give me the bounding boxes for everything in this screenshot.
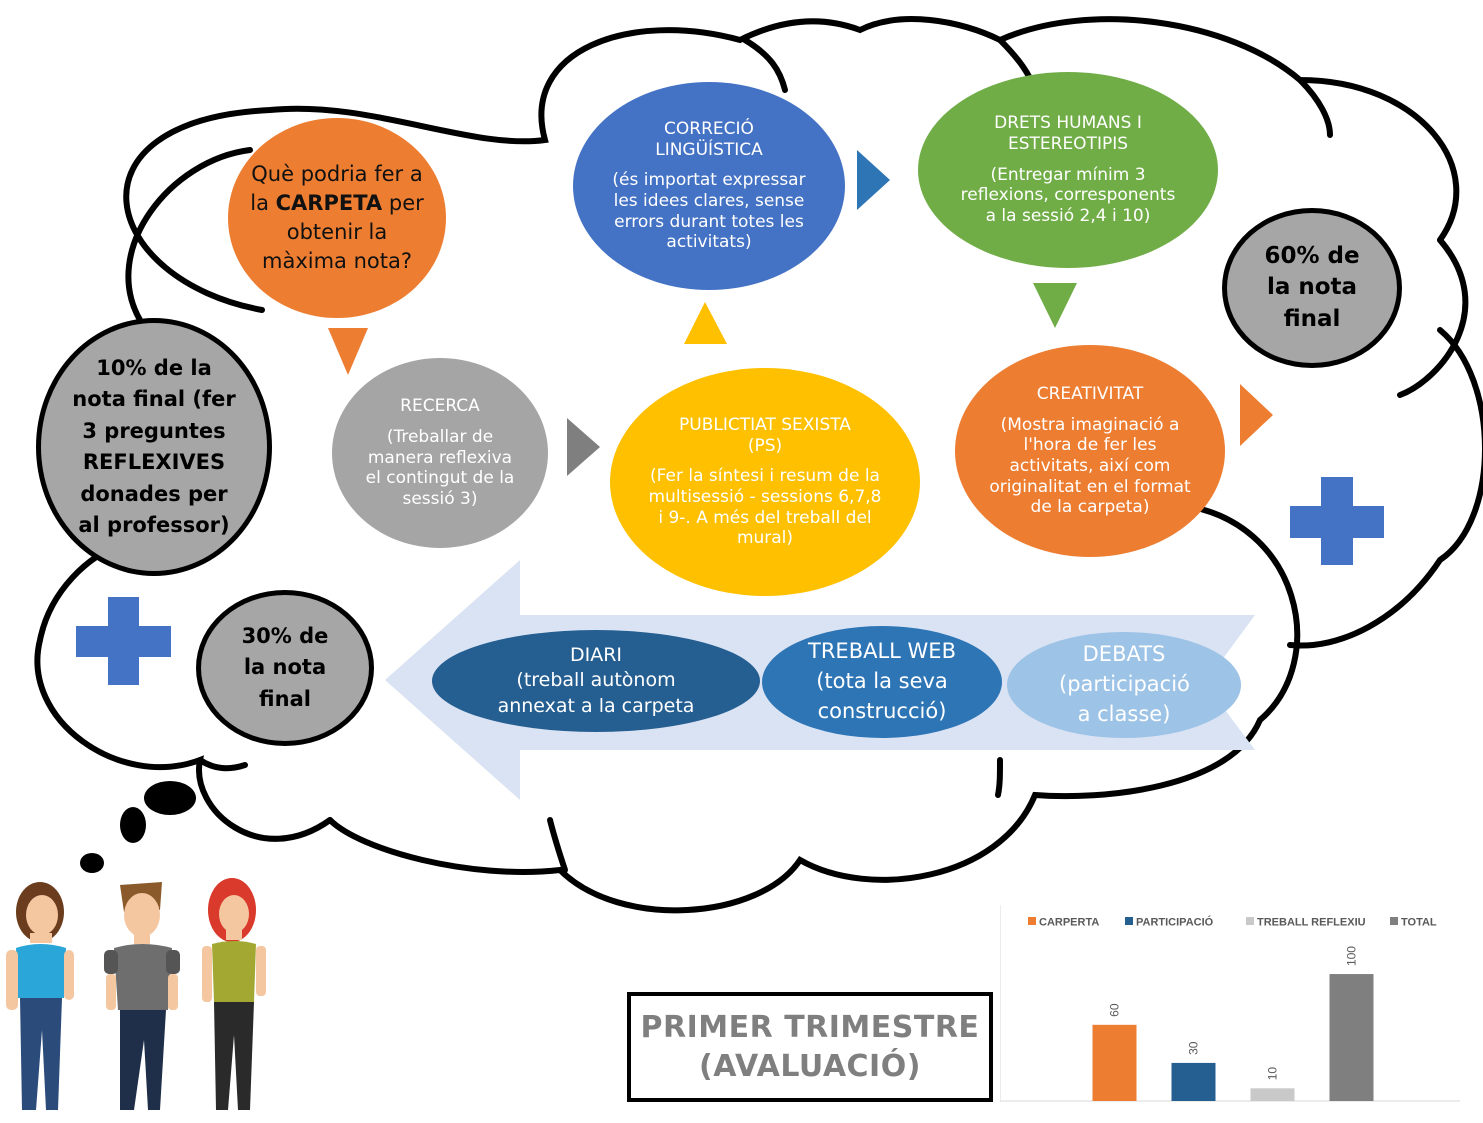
debats-title: DEBATS <box>1082 642 1166 667</box>
student-2 <box>104 882 180 1110</box>
legend-entry: TREBALL REFLEXIU <box>1246 917 1366 929</box>
question-pre: Què podria fer a la <box>250 162 423 216</box>
question-circle: Què podria fer a la CARPETA per obtenir … <box>228 118 446 318</box>
legend-swatch <box>1390 917 1398 925</box>
legend-label: CARPERTA <box>1039 917 1099 929</box>
title-line-1: PRIMER TRIMESTRE <box>640 1010 980 1045</box>
thought-bubble-small <box>80 853 104 873</box>
legend-label: TREBALL REFLEXIU <box>1257 917 1366 929</box>
cloud-outline <box>123 16 1460 313</box>
legend-swatch <box>1125 917 1133 925</box>
legend-entry: CARPERTA <box>1028 917 1099 929</box>
cloud-outline <box>327 502 1301 914</box>
title-box: PRIMER TRIMESTRE (AVALUACIÓ) <box>627 992 993 1102</box>
thought-bubble-large <box>144 781 196 815</box>
question-bold: CARPETA <box>275 191 383 216</box>
question-post: per obtenir la màxima nota? <box>262 191 424 273</box>
treball-web-title: TREBALL WEB <box>808 639 956 664</box>
cloud-outline <box>197 757 248 772</box>
publicitat-circle: PUBLICTIAT SEXISTA (PS) (Fer la síntesi … <box>610 368 920 596</box>
legend-label: PARTICIPACIÓ <box>1136 916 1214 929</box>
student-3 <box>202 878 266 1110</box>
grade-bar-chart: CARPERTA PARTICIPACIÓ TREBALL REFLEXIU TOTA… <box>1000 905 1460 1102</box>
student-1 <box>6 882 74 1110</box>
legend-label: TOTAL <box>1401 917 1437 929</box>
students-illustration <box>6 878 266 1110</box>
correccio-body: (és importat expressar les idees clares,… <box>612 170 806 253</box>
cloud-outline <box>547 817 568 873</box>
cloud-outline <box>1297 77 1333 138</box>
chart-data-label: 60 <box>1108 1003 1122 1017</box>
title-line-2: (AVALUACIÓ) <box>699 1049 921 1084</box>
publicitat-body: (Fer la síntesi i resum de la multisessi… <box>648 466 882 549</box>
correccio-title: CORRECIÓ LINGÜÍSTICA <box>655 118 763 160</box>
chart-data-label: 100 <box>1345 946 1359 966</box>
thought-bubble-medium <box>120 807 146 843</box>
recerca-circle: RECERCA (Treballar de manera reflexiva e… <box>332 358 548 548</box>
reflexives-grade-circle: 10% de la nota final (fer 3 preguntes RE… <box>36 318 272 576</box>
publicitat-title: PUBLICTIAT SEXISTA (PS) <box>679 414 851 456</box>
recerca-body: (Treballar de manera reflexiva el contin… <box>365 426 515 510</box>
chart-bar <box>1092 1024 1137 1101</box>
legend-entry: TOTAL <box>1390 917 1437 929</box>
cloud-outline <box>742 37 788 93</box>
recerca-title: RECERCA <box>400 396 480 417</box>
creativitat-body: (Mostra imaginació a l'hora de fer les a… <box>989 414 1191 518</box>
diari-title: DIARI <box>569 643 623 666</box>
drets-body: (Entregar mínim 3 reflexions, correspone… <box>960 164 1176 227</box>
treball-web-body: (tota la seva construcció) <box>816 669 948 723</box>
chart-bar <box>1250 1088 1295 1101</box>
carpeta-grade-circle: 60% de la nota final <box>1222 208 1402 368</box>
question-text: Què podria fer a la CARPETA per obtenir … <box>250 160 424 276</box>
creativitat-title: CREATIVITAT <box>1036 383 1144 404</box>
diari-pill: DIARI (treball autònom annexat a la carp… <box>432 630 760 732</box>
legend-swatch <box>1246 917 1254 925</box>
chart-bar <box>1329 974 1374 1101</box>
cloud-outline <box>1397 237 1469 398</box>
debats-body: (participació a classe) <box>1059 672 1190 726</box>
chart-data-label: 10 <box>1266 1067 1280 1081</box>
cloud-outline <box>995 757 1003 798</box>
chart-bar <box>1171 1062 1216 1101</box>
cloud-outline <box>125 147 253 323</box>
participacio-grade-text: 30% de la nota final <box>241 623 329 711</box>
cloud-outline <box>34 542 333 842</box>
reflexives-grade-text: 10% de la nota final (fer 3 preguntes RE… <box>72 355 236 538</box>
debats-pill: DEBATS (participació a classe) <box>1007 632 1241 738</box>
drets-circle: DRETS HUMANS I ESTEREOTIPIS (Entregar mí… <box>918 72 1218 268</box>
plus-icon: .plus.p1::before {} <box>76 597 171 685</box>
chart-data-label: 30 <box>1187 1041 1201 1055</box>
cloud-outline <box>1287 327 1483 649</box>
correccio-circle: CORRECIÓ LINGÜÍSTICA (és importat expres… <box>573 82 845 290</box>
legend-entry: PARTICIPACIÓ <box>1125 916 1214 929</box>
drets-title: DRETS HUMANS I ESTEREOTIPIS <box>994 113 1142 154</box>
treball-web-pill: TREBALL WEB (tota la seva construcció) <box>762 626 1002 738</box>
legend-swatch <box>1028 917 1036 925</box>
participacio-grade-circle: 30% de la nota final <box>196 590 374 746</box>
creativitat-circle: CREATIVITAT (Mostra imaginació a l'hora … <box>955 345 1225 557</box>
diari-body: (treball autònom annexat a la carpeta <box>497 669 695 717</box>
carpeta-grade-text: 60% de la nota final <box>1264 243 1360 332</box>
